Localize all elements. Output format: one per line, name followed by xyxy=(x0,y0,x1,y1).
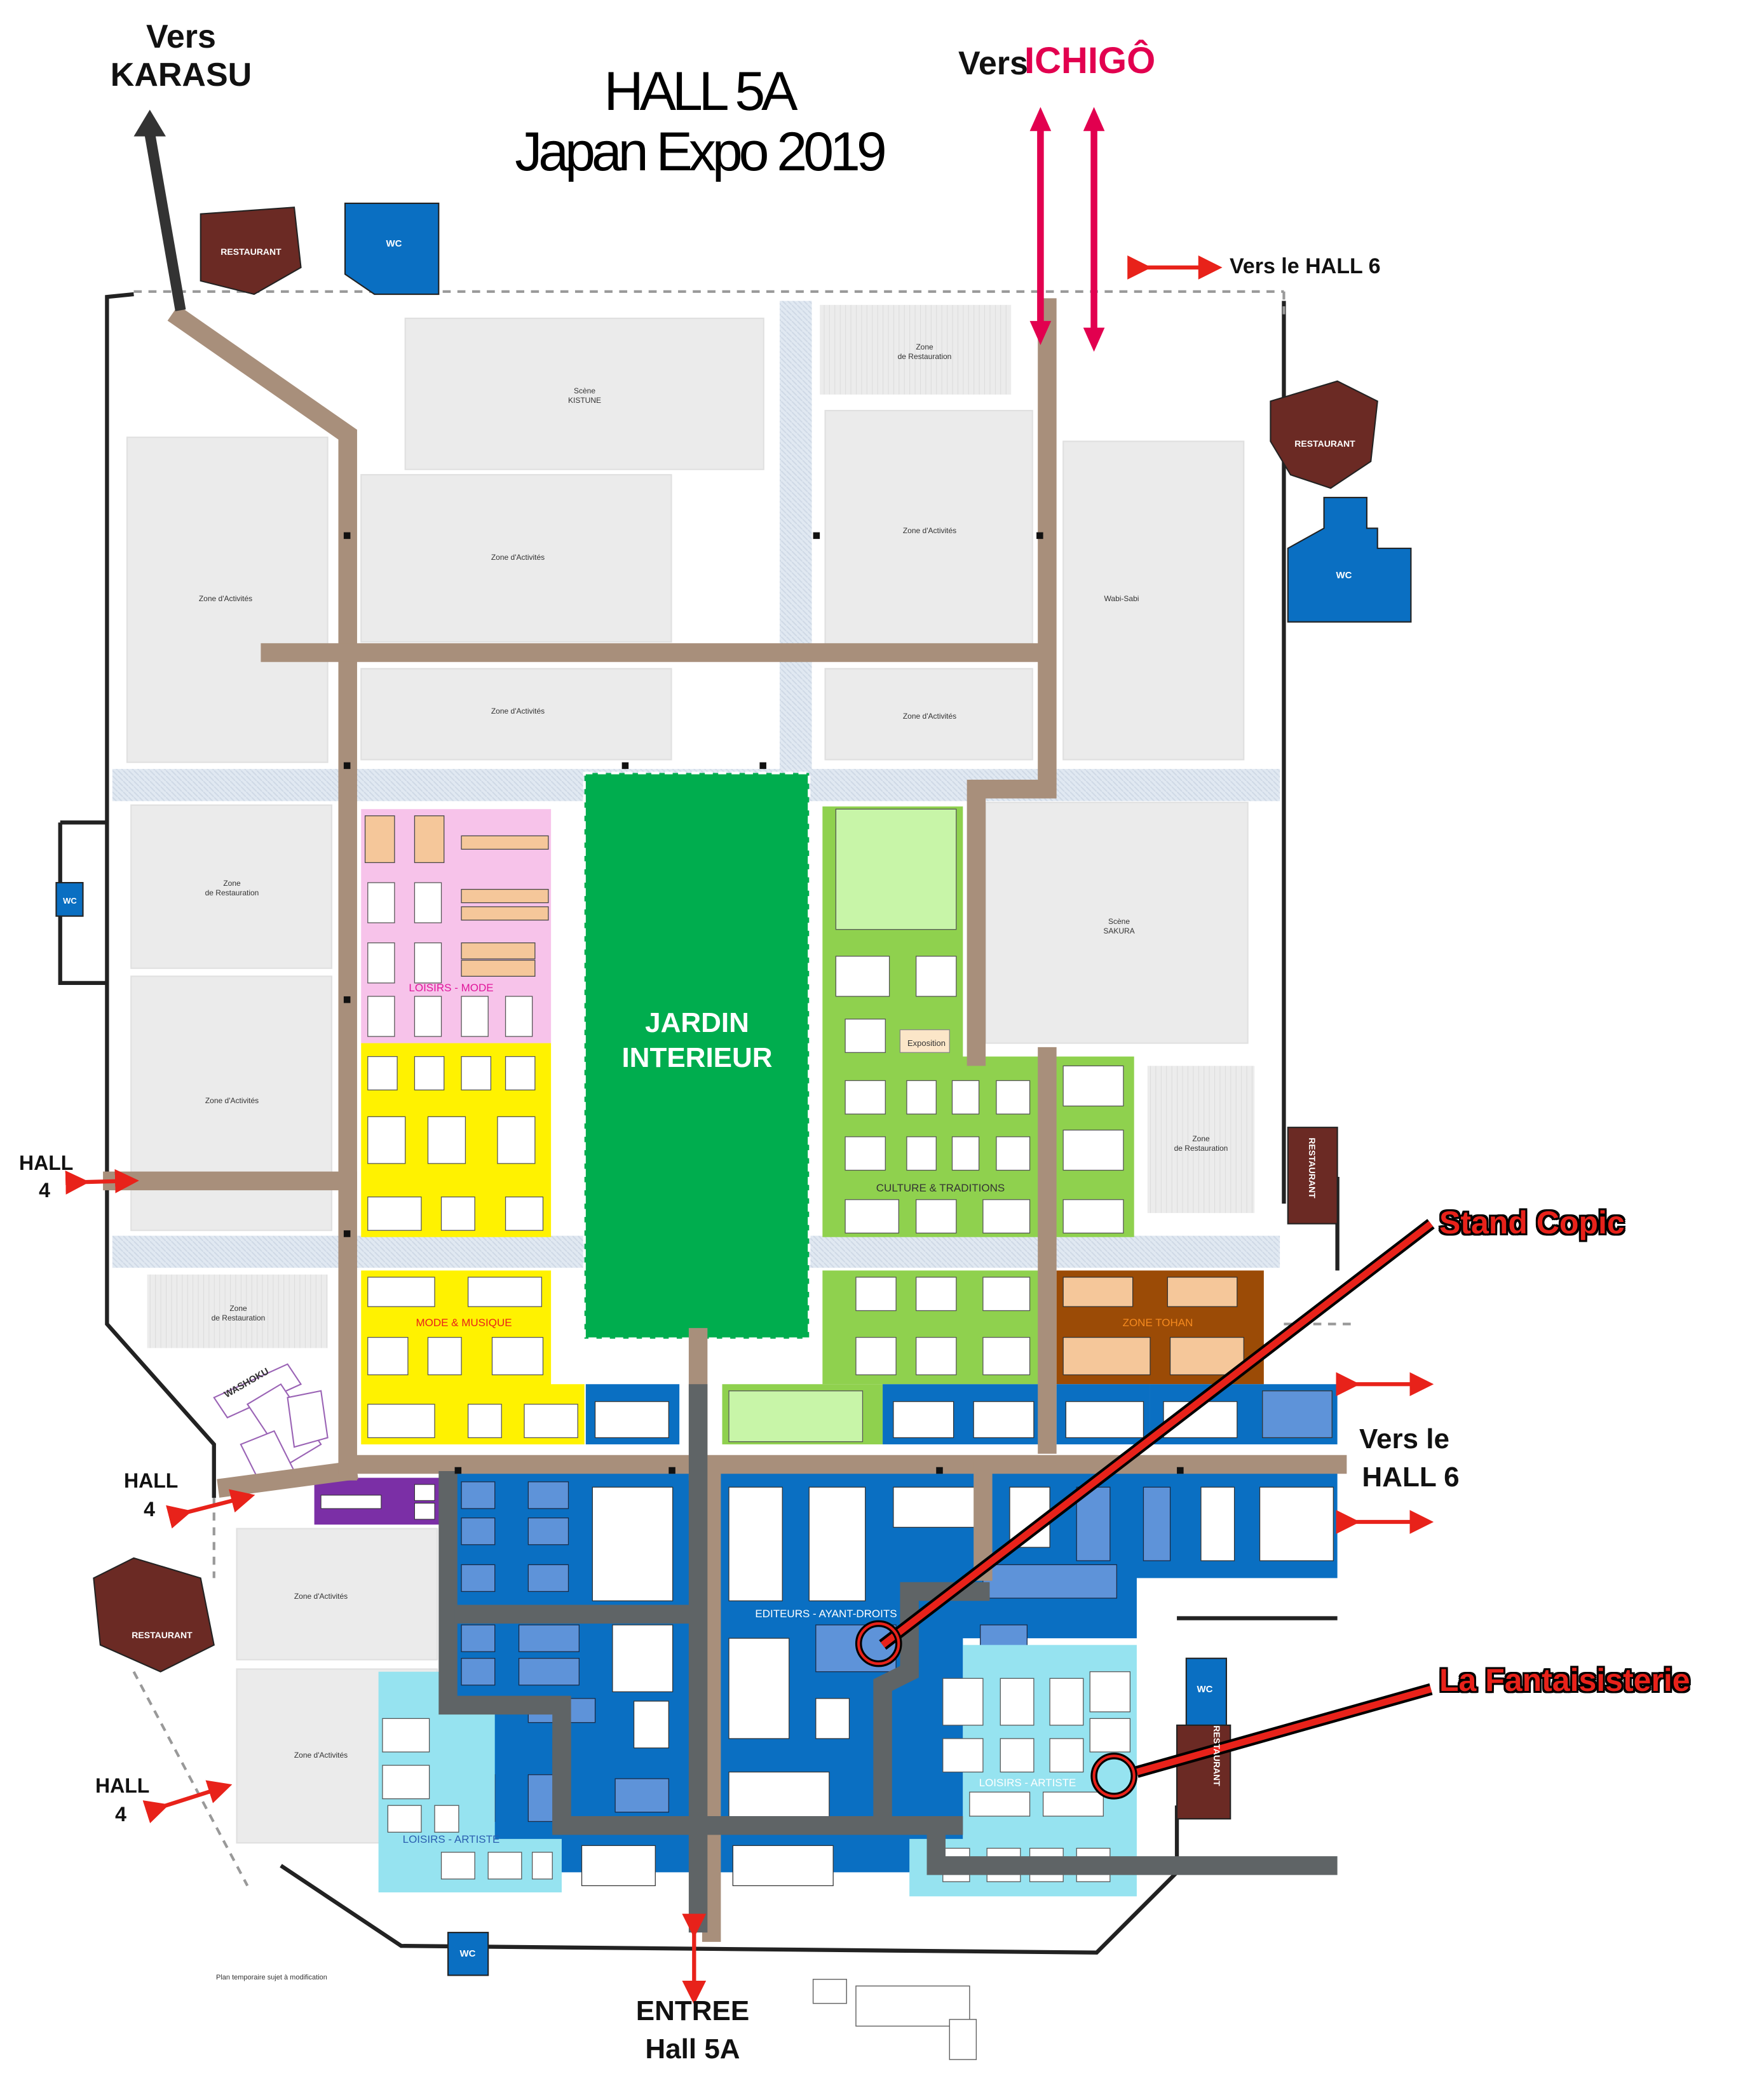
karasu-arrow xyxy=(133,109,186,311)
exposition-stand xyxy=(899,1029,950,1053)
hall4-a-1: HALL xyxy=(19,1151,74,1174)
jardin-interieur xyxy=(583,771,811,1340)
red-arrows xyxy=(65,255,1434,2005)
hall6-top-label[interactable]: Vers le HALL 6 xyxy=(1230,254,1381,278)
karasu-label[interactable]: KARASU xyxy=(110,57,252,93)
zone-mode-musique-label: MODE & MUSIQUE xyxy=(416,1317,512,1329)
pink-stands xyxy=(364,815,549,977)
restaurant-label-left: RESTAURANT xyxy=(132,1630,193,1640)
restaurant-label-side: RESTAURANT xyxy=(1307,1137,1317,1198)
zone-resto-left-1: Zone xyxy=(223,879,241,888)
zone-artiste-right-label: LOISIRS - ARTISTE xyxy=(979,1777,1076,1789)
zone-resto-top-2: de Restauration xyxy=(897,352,952,361)
zone-editeurs-label: EDITEURS - AYANT-DROITS xyxy=(755,1608,897,1620)
wc-label-right: WC xyxy=(1336,570,1352,581)
jardin-label-1: JARDIN xyxy=(645,1007,749,1038)
zone-resto-bottom-2: de Restauration xyxy=(211,1313,266,1322)
zone-activites-bottom-1: Zone d'Activités xyxy=(294,1592,348,1601)
callout-stand-copic[interactable]: Stand Copic xyxy=(1439,1205,1625,1240)
callout-fantaisisterie[interactable]: La Fantaisisterie xyxy=(1439,1662,1690,1698)
zone-wabi-sabi: Wabi-Sabi xyxy=(1104,594,1139,603)
zone-resto-top-1: Zone xyxy=(916,343,933,351)
wc-label-entrance: WC xyxy=(459,1948,476,1959)
restaurants xyxy=(93,207,1378,1820)
tohan-stands xyxy=(1062,1277,1244,1376)
zone-culture-label: CULTURE & TRADITIONS xyxy=(876,1182,1005,1194)
restaurant-label-artiste: RESTAURANT xyxy=(1212,1725,1222,1786)
zone-loisirs-mode-label: LOISIRS - MODE xyxy=(409,982,494,994)
hall6-right-label-2[interactable]: HALL 6 xyxy=(1362,1462,1460,1493)
zone-resto-bottom-1: Zone xyxy=(229,1304,247,1313)
mini-plan xyxy=(812,1979,977,2060)
callout-lines xyxy=(855,1219,1435,1800)
zone-activites-right-2: Zone d'Activités xyxy=(902,712,957,721)
hall4-a-2[interactable]: 4 xyxy=(39,1179,50,1202)
yellow-stands xyxy=(367,1055,578,1439)
zone-activites-bottom-2: Zone d'Activités xyxy=(294,1751,348,1760)
hall4-b-1: HALL xyxy=(124,1469,179,1492)
jardin-label-2: INTERIEUR xyxy=(621,1042,773,1073)
editeurs-blue-stands xyxy=(461,1481,1171,1822)
wc-label-top: WC xyxy=(386,238,402,249)
footer-note: Plan temporaire sujet à modification xyxy=(216,1974,327,1981)
hatched-zones xyxy=(147,304,1255,1348)
dark-aisles xyxy=(438,1384,1338,1933)
green-white-stands xyxy=(835,956,1124,1376)
zone-activites-left-2: Zone d'Activités xyxy=(205,1096,259,1105)
map-title-event: Japan Expo 2019 xyxy=(515,121,886,182)
scene-sakura-2: SAKURA xyxy=(1103,926,1135,935)
zone-resto-right-1: Zone xyxy=(1192,1134,1210,1143)
washoku-area xyxy=(213,1363,329,1486)
zone-artiste-left-label: LOISIRS - ARTISTE xyxy=(402,1833,500,1845)
hall4-b-2[interactable]: 4 xyxy=(144,1498,155,1521)
wc-blocks xyxy=(55,202,1412,1976)
zone-activites-center-2: Zone d'Activités xyxy=(491,707,545,716)
zone-exposition-label: Exposition xyxy=(907,1038,946,1048)
ichigo-label[interactable]: ICHIGÔ xyxy=(1024,40,1156,81)
green-stands xyxy=(728,808,957,1442)
white-stands-pink xyxy=(367,882,533,1037)
map-title-hall: HALL 5A xyxy=(604,61,797,122)
scene-sakura-1: Scène xyxy=(1108,917,1130,926)
hall6-right-label-1: Vers le xyxy=(1359,1423,1449,1455)
hall4-c-2[interactable]: 4 xyxy=(115,1803,126,1826)
karasu-prefix: Vers xyxy=(146,18,216,55)
pillars xyxy=(343,532,1184,1474)
ichigo-prefix: Vers xyxy=(958,45,1028,82)
restaurant-label-right: RESTAURANT xyxy=(1294,438,1355,449)
zone-activites-left-1: Zone d'Activités xyxy=(198,594,253,603)
scene-kistune-2: KISTUNE xyxy=(567,396,601,405)
hall4-c-1: HALL xyxy=(95,1774,150,1797)
ichigo-arrows xyxy=(1029,107,1105,352)
entrance-label-2[interactable]: Hall 5A xyxy=(645,2033,740,2065)
zone-resto-right-2: de Restauration xyxy=(1174,1144,1228,1153)
wc-label-left: WC xyxy=(63,896,77,906)
zone-tohan-label: ZONE TOHAN xyxy=(1122,1317,1193,1329)
main-aisles xyxy=(103,298,1347,1942)
zone-activites-center-1: Zone d'Activités xyxy=(491,553,545,562)
entrance-label-1: ENTREE xyxy=(635,1995,750,2026)
zone-resto-left-2: de Restauration xyxy=(205,888,259,897)
scene-kistune-1: Scène xyxy=(573,386,596,395)
wc-label-artiste: WC xyxy=(1197,1684,1213,1695)
zone-activites-right-1: Zone d'Activités xyxy=(902,526,957,535)
restaurant-label-top: RESTAURANT xyxy=(221,247,282,257)
